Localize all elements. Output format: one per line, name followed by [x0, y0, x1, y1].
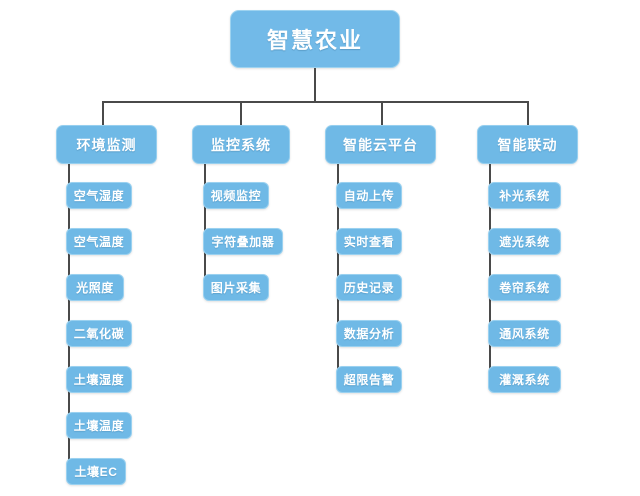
leaf-node-threshold-alarm[interactable]: 超限告警 [336, 366, 402, 393]
leaf-node-ventilation-system[interactable]: 通风系统 [488, 320, 561, 347]
leaf-node-label: 土壤EC [74, 465, 118, 479]
leaf-node-video-surveillance[interactable]: 视频监控 [203, 182, 269, 209]
leaf-node-air-humidity[interactable]: 空气湿度 [66, 182, 132, 209]
leaf-node-air-temperature[interactable]: 空气温度 [66, 228, 132, 255]
leaf-node-realtime-view[interactable]: 实时查看 [336, 228, 402, 255]
leaf-node-label: 实时查看 [343, 235, 395, 249]
connector-drop-branch-4 [527, 101, 529, 125]
leaf-node-history-record[interactable]: 历史记录 [336, 274, 402, 301]
leaf-node-label: 灌溉系统 [499, 373, 550, 387]
leaf-node-label: 二氧化碳 [73, 327, 125, 341]
leaf-node-irrigation-system[interactable]: 灌溉系统 [488, 366, 561, 393]
branch-node-smart-linkage[interactable]: 智能联动 [477, 125, 578, 164]
leaf-node-label: 空气湿度 [73, 189, 125, 203]
branch-node-label: 智能云平台 [343, 136, 418, 153]
leaf-node-label: 视频监控 [210, 189, 262, 203]
leaf-node-label: 遮光系统 [499, 235, 550, 249]
leaf-node-character-overlay[interactable]: 字符叠加器 [203, 228, 283, 255]
leaf-node-label: 空气温度 [73, 235, 125, 249]
connector-drop-branch-3 [381, 101, 383, 125]
root-node-smart-agriculture[interactable]: 智慧农业 [230, 10, 400, 68]
leaf-node-label: 光照度 [76, 281, 114, 295]
leaf-node-label: 自动上传 [343, 189, 395, 203]
leaf-node-label: 补光系统 [499, 189, 550, 203]
connector-root-stem [314, 68, 316, 102]
leaf-node-label: 土壤温度 [73, 419, 125, 433]
leaf-node-image-capture[interactable]: 图片采集 [203, 274, 269, 301]
connector-drop-branch-1 [102, 101, 104, 125]
leaf-node-roller-blind-system[interactable]: 卷帘系统 [488, 274, 561, 301]
leaf-node-label: 图片采集 [210, 281, 262, 295]
branch-node-monitoring-system[interactable]: 监控系统 [192, 125, 290, 164]
connector-branch-bar [102, 101, 528, 103]
leaf-node-supplemental-light-system[interactable]: 补光系统 [488, 182, 561, 209]
branch-node-smart-cloud-platform[interactable]: 智能云平台 [325, 125, 436, 164]
leaf-node-illuminance[interactable]: 光照度 [66, 274, 124, 301]
leaf-node-carbon-dioxide[interactable]: 二氧化碳 [66, 320, 132, 347]
connector-drop-branch-2 [240, 101, 242, 125]
leaf-node-shading-system[interactable]: 遮光系统 [488, 228, 561, 255]
branch-node-label: 智能联动 [497, 136, 558, 153]
root-node-label: 智慧农业 [266, 28, 363, 53]
leaf-node-data-analysis[interactable]: 数据分析 [336, 320, 402, 347]
leaf-node-auto-upload[interactable]: 自动上传 [336, 182, 402, 209]
leaf-node-label: 数据分析 [343, 327, 395, 341]
leaf-node-soil-ec[interactable]: 土壤EC [66, 458, 126, 485]
leaf-node-soil-humidity[interactable]: 土壤湿度 [66, 366, 132, 393]
branch-node-environmental-monitoring[interactable]: 环境监测 [56, 125, 157, 164]
leaf-node-label: 历史记录 [343, 281, 395, 295]
leaf-node-label: 卷帘系统 [499, 281, 550, 295]
branch-node-label: 监控系统 [211, 136, 271, 153]
branch-node-label: 环境监测 [76, 136, 137, 153]
leaf-node-label: 字符叠加器 [211, 235, 275, 249]
leaf-node-label: 通风系统 [499, 327, 550, 341]
leaf-node-label: 土壤湿度 [73, 373, 125, 387]
leaf-node-label: 超限告警 [343, 373, 395, 387]
leaf-node-soil-temperature[interactable]: 土壤温度 [66, 412, 132, 439]
